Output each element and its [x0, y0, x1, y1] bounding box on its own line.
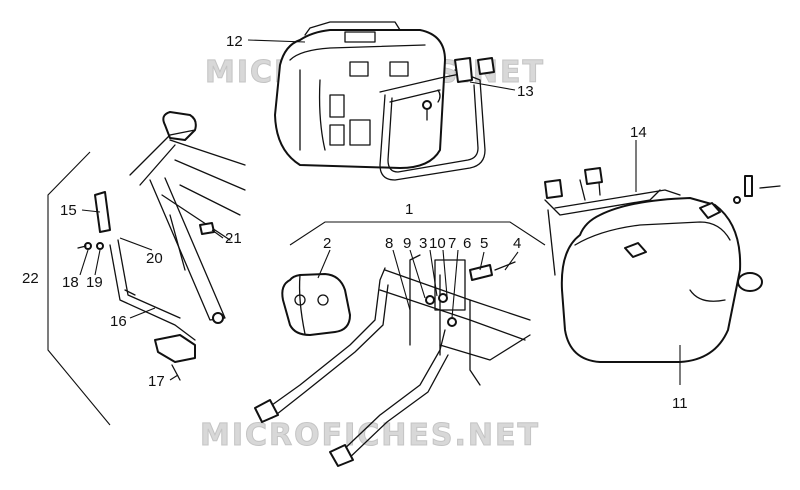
top-pannier	[274, 21, 446, 169]
callout-21: 21	[225, 230, 242, 247]
callout-14: 14	[630, 124, 647, 141]
callout-2: 2	[323, 235, 331, 252]
group-bracket-1	[289, 221, 546, 246]
group-bracket-22	[47, 151, 111, 426]
callout-22: 22	[22, 270, 39, 287]
callout-9: 9	[403, 235, 411, 252]
callout-4: 4	[513, 235, 521, 252]
watermark-bottom: MICROFICHES.NET	[200, 418, 540, 453]
top-pannier-rack	[379, 57, 495, 181]
backrest-pad	[281, 273, 351, 336]
callout-20: 20	[146, 250, 163, 267]
callout-19: 19	[86, 274, 103, 291]
callout-17: 17	[148, 373, 165, 390]
callout-11: 11	[672, 395, 688, 412]
callout-1: 1	[405, 201, 413, 218]
callout-5: 5	[480, 235, 488, 252]
callout-3: 3	[419, 235, 427, 252]
callout-12: 12	[226, 33, 243, 50]
rear-carrier	[254, 254, 531, 467]
callout-13: 13	[517, 83, 534, 100]
callout-6: 6	[463, 235, 471, 252]
callout-15: 15	[60, 202, 77, 219]
right-pannier	[560, 197, 763, 363]
callout-16: 16	[110, 313, 127, 330]
frame-section	[129, 111, 246, 324]
callout-18: 18	[62, 274, 79, 291]
support-bracket	[77, 191, 215, 381]
callout-10: 10	[429, 235, 446, 252]
right-pannier-rack	[544, 167, 781, 276]
callout-8: 8	[385, 235, 393, 252]
callout-7: 7	[448, 235, 456, 252]
